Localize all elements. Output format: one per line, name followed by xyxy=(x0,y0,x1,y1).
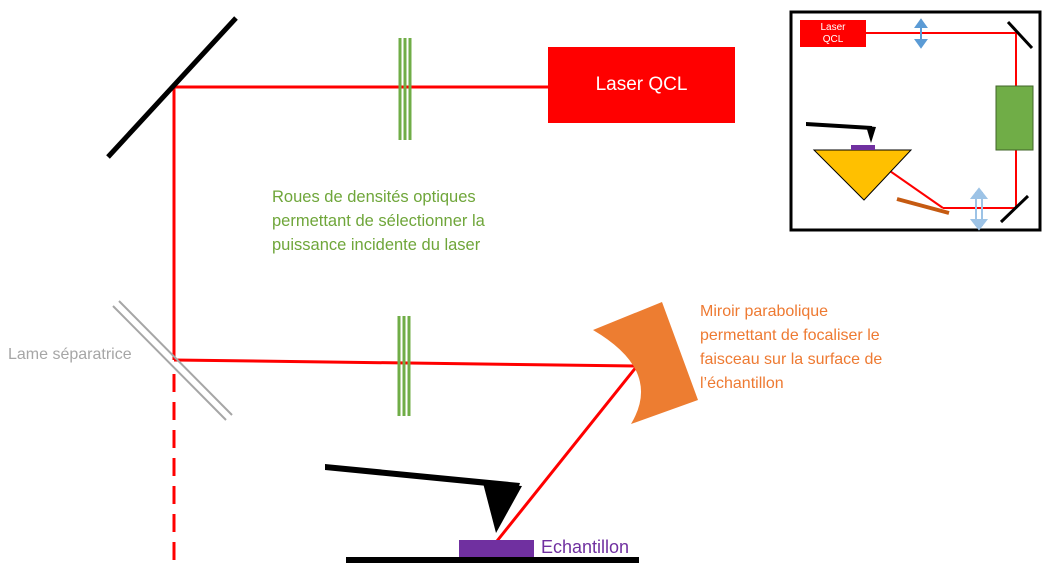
inset-cantilever xyxy=(806,122,872,130)
afm-cantilever xyxy=(325,464,522,533)
parabolic-mirror-label: Miroir parabolique permettant de focalis… xyxy=(700,303,883,392)
density-filter-bottom xyxy=(397,316,411,416)
beam-splitter xyxy=(112,300,233,421)
plane-mirror xyxy=(106,16,238,159)
inset-sample xyxy=(851,145,875,150)
inset-schematic xyxy=(789,10,1042,232)
density-filter-top xyxy=(398,38,412,140)
laser-label: Laser QCL xyxy=(595,74,688,95)
density-wheels-label: Roues de densités optiques permettant de… xyxy=(272,188,485,254)
inset-laser-label: Laser QCL xyxy=(820,21,846,45)
inset-mirror-brown xyxy=(896,197,950,215)
inset-tip xyxy=(866,126,876,143)
sample-label: Echantillon xyxy=(541,537,630,557)
parabolic-mirror xyxy=(593,302,698,424)
inset-green-filter xyxy=(995,85,1034,151)
beam-splitter-label: Lame séparatrice xyxy=(8,346,132,363)
sample xyxy=(459,540,534,557)
inset-mirror-bottom xyxy=(999,194,1030,224)
inset-arrow-icon xyxy=(914,18,928,49)
sample-stage xyxy=(346,557,639,563)
inset-mirror-top xyxy=(1006,20,1034,50)
inset-laser-box xyxy=(800,20,866,47)
laser-qcl-box xyxy=(548,47,735,123)
inset-double-arrow-icon xyxy=(969,187,989,231)
